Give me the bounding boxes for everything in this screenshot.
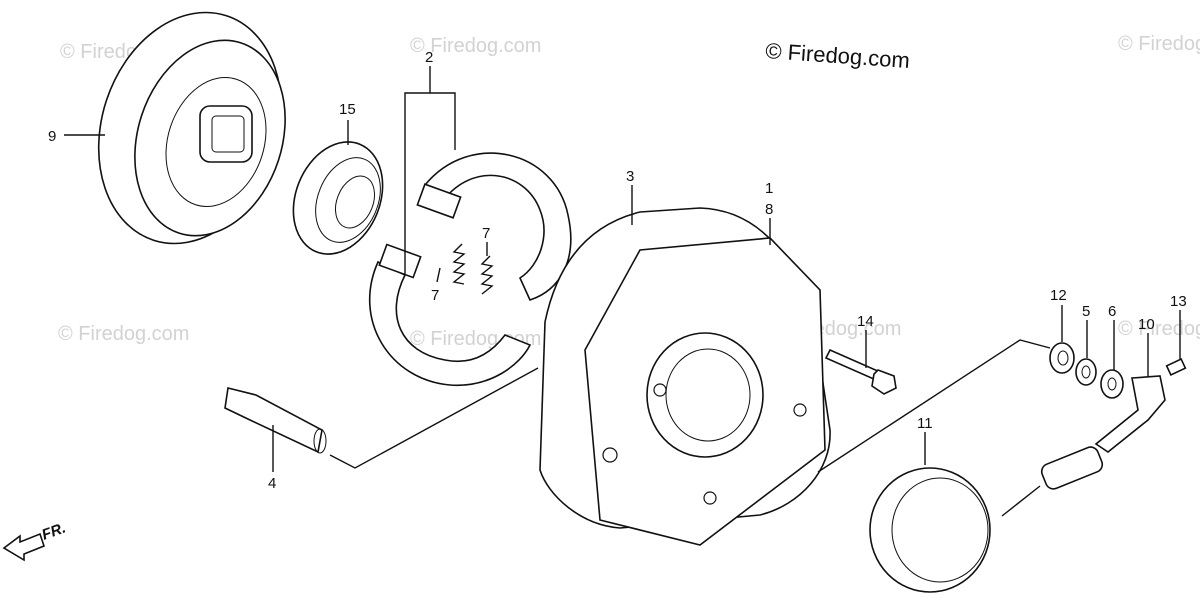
callout-12: 12 <box>1050 287 1067 304</box>
callout-labels: 9 15 2 7 7 3 1 8 14 4 11 12 5 6 10 13 <box>48 49 1187 492</box>
shaft-part <box>224 387 327 454</box>
bolt-part <box>824 348 897 395</box>
small-bolt-part <box>1165 358 1187 376</box>
callout-14: 14 <box>857 313 874 330</box>
watermark-mid-left: © Firedog.com <box>58 323 189 345</box>
callout-3: 3 <box>626 168 634 185</box>
callout-7-left: 7 <box>431 287 439 304</box>
callout-6: 6 <box>1108 303 1116 320</box>
brake-shoe-part <box>368 152 572 386</box>
callout-11: 11 <box>917 415 933 432</box>
watermark-top-right: © Firedog.com <box>1118 33 1200 55</box>
watermark-far-right: © Firedog.com <box>1118 318 1200 340</box>
callout-10: 10 <box>1138 316 1155 333</box>
case-part <box>539 207 831 546</box>
spring-part <box>452 243 494 295</box>
callout-7-right: 7 <box>482 225 490 242</box>
seal-ring-part <box>869 467 991 593</box>
front-direction-marker: FR. <box>2 520 69 562</box>
callout-9: 9 <box>48 128 56 145</box>
washer-parts <box>1049 342 1124 399</box>
callout-15: 15 <box>339 101 356 118</box>
brake-drum-part <box>97 11 286 245</box>
leader-lines <box>64 66 1181 473</box>
callout-4: 4 <box>268 475 276 492</box>
brake-arm-part <box>1001 375 1166 517</box>
callout-13: 13 <box>1170 293 1187 310</box>
callout-8: 8 <box>765 201 773 218</box>
callout-5: 5 <box>1082 303 1090 320</box>
watermark-top-center: © Firedog.com <box>410 35 541 57</box>
watermarks: © Firedog.com © Firedog.com © Firedog.co… <box>58 33 1200 350</box>
copyright-text: © Firedog.com <box>765 38 911 73</box>
callout-2: 2 <box>425 49 433 66</box>
bearing-part <box>292 141 384 255</box>
callout-1: 1 <box>765 180 773 197</box>
front-marker-label: FR. <box>40 520 69 544</box>
front-arrow-icon <box>2 532 45 562</box>
